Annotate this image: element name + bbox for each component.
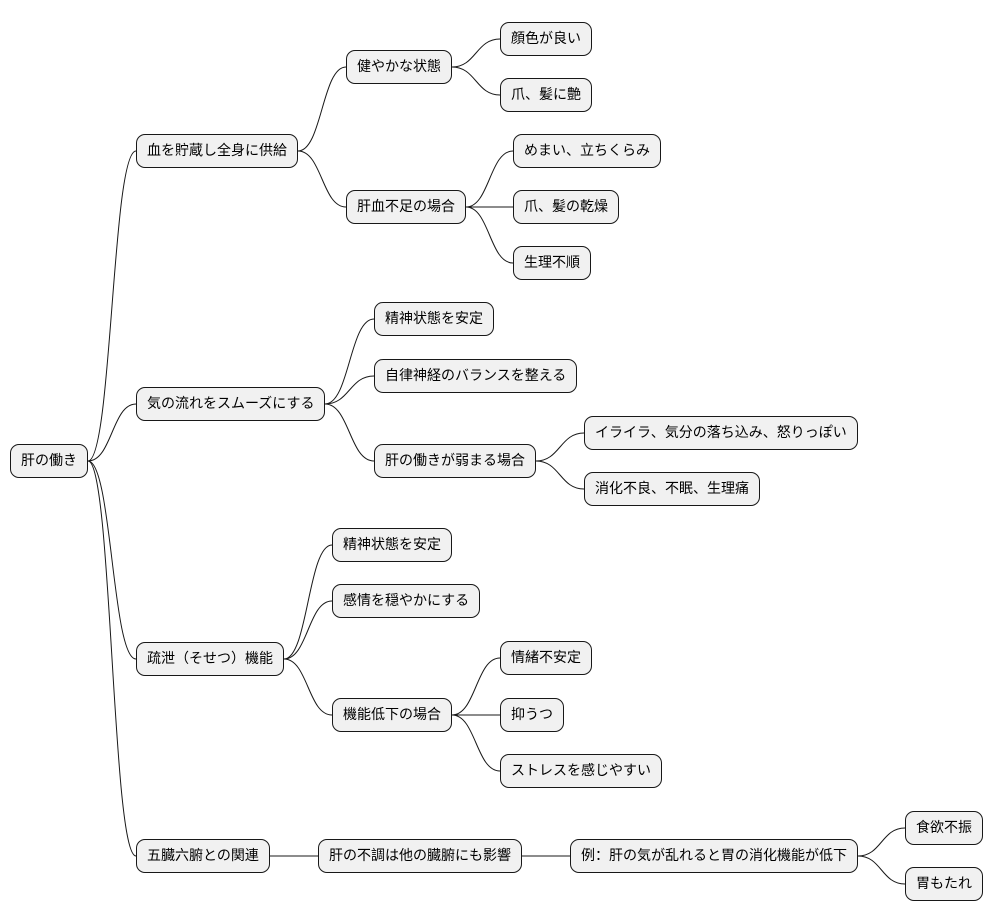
node-autonomic-balance: 自律神経のバランスを整える [374,359,578,393]
node-irritability: イライラ、気分の落ち込み、怒りっぽい [584,416,858,450]
node-irregular-period: 生理不順 [513,246,591,280]
node-dizziness: めまい、立ちくらみ [513,134,661,168]
connector-n-b3-0-0-n-b3-0-0-1 [857,855,906,885]
connector-n-b2-2-n-b2-2-0 [451,657,501,716]
node-emotional-instability: 情緒不安定 [500,641,592,675]
node-dry-nails-hair: 爪、髪の乾燥 [513,190,619,224]
connector-n-b0-0-n-b0-0-0 [451,38,501,68]
node-liver-blood-deficiency: 肝血不足の場合 [346,190,466,224]
node-glossy-nails-hair: 爪、髪に艶 [500,78,592,112]
connector-n-root-n-b1 [87,403,137,462]
node-heavy-stomach: 胃もたれ [905,867,983,901]
connector-n-b3-0-0-n-b3-0-0-0 [857,827,906,857]
node-root: 肝の働き [10,444,88,478]
connector-n-root-n-b3 [87,460,137,857]
node-weakened-liver: 肝の働きが弱まる場合 [374,444,536,478]
node-indigestion-insomnia: 消化不良、不眠、生理痛 [584,472,760,506]
connector-n-b2-n-b2-2 [283,658,333,716]
connector-n-b1-n-b1-2 [324,403,375,462]
connector-n-b0-n-b0-1 [297,150,347,208]
node-calm-emotions: 感情を穏やかにする [332,584,481,618]
connector-n-b2-n-b2-1 [283,600,333,660]
connector-n-root-n-b0 [87,150,137,462]
connector-n-b2-2-n-b2-2-2 [451,714,501,772]
connector-n-b0-1-n-b0-1-2 [465,206,514,264]
connector-n-b2-n-b2-0 [283,544,333,660]
node-branch-dispersion: 疏泄（そせつ）機能 [136,642,284,676]
connector-n-b1-n-b1-0 [324,318,375,405]
connector-n-b0-n-b0-0 [297,66,347,152]
node-appetite-loss: 食欲不振 [905,811,983,845]
node-branch-blood-storage: 血を貯蔵し全身に供給 [136,134,298,168]
node-healthy-state: 健やかな状態 [346,50,452,84]
node-stabilize-mind-1: 精神状態を安定 [374,302,494,336]
connector-n-b1-n-b1-1 [324,375,375,405]
connector-n-root-n-b2 [87,460,137,660]
node-example-stomach: 例：肝の気が乱れると胃の消化機能が低下 [570,839,858,873]
connector-n-b1-2-n-b1-2-1 [535,460,585,490]
node-stabilize-mind-2: 精神状態を安定 [332,528,452,562]
node-depression: 抑うつ [500,698,564,732]
node-branch-qi-flow: 気の流れをスムーズにする [136,387,326,421]
connector-n-b1-2-n-b1-2-0 [535,432,585,462]
node-function-decline: 機能低下の場合 [332,698,452,732]
node-branch-organ-relation: 五臓六腑との関連 [136,839,270,873]
node-good-complexion: 顔色が良い [500,22,592,56]
connector-n-b0-1-n-b0-1-0 [465,150,514,208]
connector-n-b0-0-n-b0-0-1 [451,66,501,96]
node-stress-prone: ストレスを感じやすい [500,754,662,788]
node-affects-other-organs: 肝の不調は他の臓腑にも影響 [318,839,522,873]
